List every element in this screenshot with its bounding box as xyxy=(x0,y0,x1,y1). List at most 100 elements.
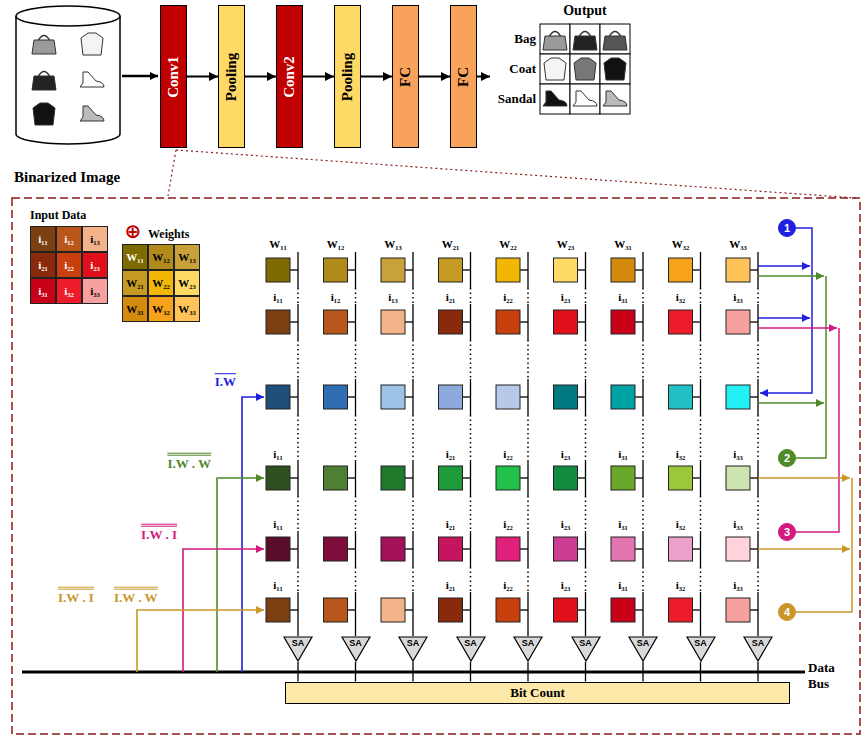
cell-label: W₃₃ xyxy=(729,238,747,251)
conv-layer: Conv1 xyxy=(160,5,187,148)
node-label: W₃₁ xyxy=(126,303,144,316)
output-panel: OutputBagCoatSandal xyxy=(490,2,632,126)
cell-stub xyxy=(578,609,586,610)
memory-cell xyxy=(381,385,405,409)
callout-number: 4 xyxy=(778,603,796,621)
signal-wire xyxy=(470,662,471,682)
cell-label: W₂₂ xyxy=(499,238,517,251)
bit-line-gap xyxy=(642,496,644,531)
bit-line-gap xyxy=(700,340,702,379)
memory-cell xyxy=(496,310,520,334)
input-cell: i₁₁ xyxy=(30,226,56,252)
coat-shape xyxy=(604,58,626,80)
sense-amplifier-triangle xyxy=(687,637,715,661)
sense-amplifier-triangle xyxy=(399,637,427,661)
bit-line xyxy=(757,592,758,636)
bit-line xyxy=(700,592,701,636)
cell-label: i₃₃ xyxy=(733,518,743,531)
image-frame xyxy=(540,24,570,54)
cell-label: i₃₂ xyxy=(676,448,686,461)
bit-line-gap xyxy=(757,415,759,460)
node-label: Bit Count xyxy=(510,686,565,701)
cell-label: i₃₁ xyxy=(618,448,628,461)
signal-wire xyxy=(297,662,298,682)
memory-cell xyxy=(611,537,635,561)
sense-amplifier-triangle xyxy=(572,637,600,661)
weight-cell: W₁₁ xyxy=(122,244,148,270)
node-label: SA xyxy=(628,638,658,648)
signal-name: I.W . I xyxy=(58,587,94,606)
coat-shape xyxy=(33,103,55,125)
bit-line-gap xyxy=(585,567,587,592)
signal-wire xyxy=(700,662,701,682)
node-label: W₃₂ xyxy=(152,303,170,316)
weight-cell: W₃₁ xyxy=(122,296,148,322)
memory-cell xyxy=(496,385,520,409)
cell-label: W₂₁ xyxy=(442,238,460,251)
memory-cell xyxy=(496,258,520,282)
cell-stub xyxy=(348,609,356,610)
bit-line-gap xyxy=(527,415,529,460)
node-label: W₂₁ xyxy=(126,277,144,290)
memory-cell xyxy=(611,466,635,490)
node-label: i₁₂ xyxy=(64,233,74,246)
bit-line-gap xyxy=(297,415,299,460)
zoom-leader xyxy=(176,150,856,198)
cell-stub xyxy=(520,396,528,397)
sandal-shape xyxy=(80,72,104,87)
memory-cell xyxy=(266,385,290,409)
memory-cell xyxy=(726,258,750,282)
bit-line-gap xyxy=(700,415,702,460)
sense-amplifier: SA xyxy=(686,636,716,662)
operand-line xyxy=(758,477,850,479)
sandal-shape xyxy=(80,106,104,121)
cell-stub xyxy=(520,321,528,322)
cell-stub xyxy=(290,609,298,610)
node-label: W₁₁ xyxy=(126,251,144,264)
callout-number: 2 xyxy=(778,449,796,467)
bit-line-gap xyxy=(355,340,357,379)
node-label: SA xyxy=(686,638,716,648)
cell-label: i₁₂ xyxy=(331,291,341,304)
callout-number: 1 xyxy=(778,219,796,237)
coat-shape xyxy=(544,58,566,80)
cell-stub xyxy=(520,477,528,478)
signal-wire xyxy=(757,662,758,682)
callout-disc xyxy=(779,604,796,621)
image-frame xyxy=(540,54,570,84)
flow-arrow xyxy=(477,76,490,78)
memory-cell xyxy=(669,537,693,561)
flow-arrow xyxy=(419,76,450,78)
memory-cell xyxy=(439,598,463,622)
signal-name: I.W . W xyxy=(167,453,211,472)
cell-stub xyxy=(693,548,701,549)
sense-amplifier-triangle xyxy=(284,637,312,661)
cell-label: i₃₂ xyxy=(676,579,686,592)
image-frame xyxy=(600,84,630,114)
weight-cell: W₂₁ xyxy=(122,270,148,296)
memory-cell xyxy=(439,258,463,282)
node-label: W₁₃ xyxy=(178,251,196,264)
signal-name: I.W . W xyxy=(114,587,158,606)
sense-amplifier: SA xyxy=(628,636,658,662)
memory-cell xyxy=(266,598,290,622)
node-label: i₂₁ xyxy=(38,259,48,272)
result-line xyxy=(760,228,812,393)
memory-cell xyxy=(496,466,520,490)
cell-stub xyxy=(693,269,701,270)
image-frame xyxy=(570,24,600,54)
cell-stub xyxy=(693,609,701,610)
memory-cell xyxy=(439,310,463,334)
xnor-symbol: ⊕ xyxy=(125,219,142,243)
weight-cell: W₁₂ xyxy=(148,244,174,270)
cell-stub xyxy=(405,477,413,478)
write-back-line xyxy=(137,610,264,672)
input-cell: i₁₂ xyxy=(56,226,82,252)
fc-layer: FC xyxy=(450,5,477,148)
sense-amplifier: SA xyxy=(456,636,486,662)
bit-line-gap xyxy=(470,567,472,592)
memory-cell xyxy=(266,537,290,561)
cell-label: i₁₁ xyxy=(273,518,283,531)
bit-line-gap xyxy=(757,340,759,379)
